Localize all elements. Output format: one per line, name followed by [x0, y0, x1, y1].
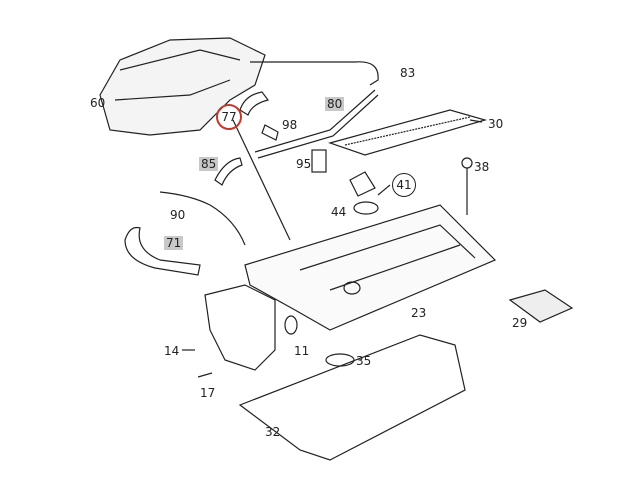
callout-38: 38 — [474, 160, 490, 174]
part-35-ring — [325, 353, 355, 367]
callout-98: 98 — [282, 118, 298, 132]
part-98-bolt — [261, 124, 279, 141]
callout-44: 44 — [331, 205, 347, 219]
part-90-pipe — [159, 191, 246, 246]
callout-23: 23 — [411, 306, 427, 320]
part-32-gasket — [238, 334, 466, 461]
part-71-hose — [124, 226, 201, 276]
part-29-plate — [508, 289, 574, 323]
callout-85: 85 — [199, 157, 219, 171]
callout-35: 35 — [356, 354, 372, 368]
part-38-cap — [461, 157, 473, 169]
part-85-elbow — [214, 157, 243, 186]
part-41-cap — [349, 171, 376, 197]
part-80-pipe — [254, 89, 379, 159]
part-44-seal — [353, 201, 379, 215]
callout-60: 60 — [90, 96, 106, 110]
callout-41: 41 — [392, 173, 416, 197]
callout-83: 83 — [400, 66, 416, 80]
callout-29: 29 — [512, 316, 528, 330]
part-timing-cover-gasket — [204, 284, 276, 371]
part-77-hose — [239, 91, 270, 116]
callout-14: 14 — [164, 344, 180, 358]
part-95-clip — [311, 149, 327, 173]
callout-17: 17 — [200, 386, 216, 400]
callout-80: 80 — [325, 97, 345, 111]
part-17-bolt — [197, 372, 213, 378]
callout-77-highlighted: 77 — [216, 104, 242, 130]
callout-71: 71 — [164, 236, 184, 250]
part-60-intake-housing — [99, 37, 266, 136]
callout-95: 95 — [296, 157, 312, 171]
part-11-seal — [284, 315, 298, 335]
callout-32: 32 — [265, 425, 281, 439]
part-30-cover — [327, 109, 488, 156]
callout-90: 90 — [170, 208, 186, 222]
callout-30: 30 — [488, 117, 504, 131]
callout-11: 11 — [294, 344, 310, 358]
part-23-valve-cover — [244, 204, 497, 331]
part-83-hose — [250, 61, 379, 86]
